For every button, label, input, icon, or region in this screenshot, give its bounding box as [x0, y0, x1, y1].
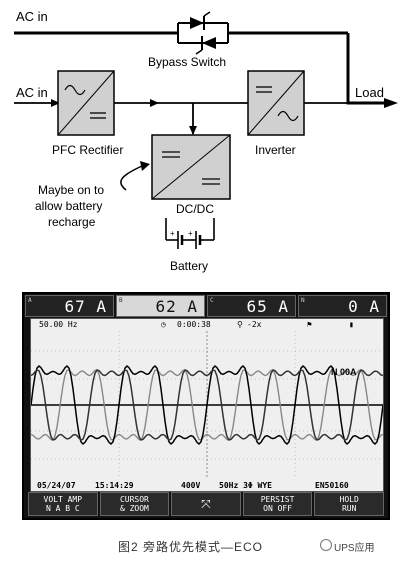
readout-tag: A [28, 297, 32, 304]
waveform-display: 50.00 Hz ◷ 0:00:38 ⚲ -2x ⚑ ▮ N 00A 05/24… [30, 318, 384, 492]
pfc-rectifier-label: PFC Rectifier [52, 143, 123, 157]
readout-tag: B [119, 297, 123, 304]
frequency-readout: 50.00 Hz [39, 320, 78, 329]
dcdc-block [151, 134, 231, 200]
trace-phase-c [31, 369, 383, 441]
voltage-readout: 400V [181, 481, 201, 490]
dcdc-label: DC/DC [176, 202, 214, 216]
status-bar-top: 50.00 Hz ◷ 0:00:38 ⚲ -2x ⚑ ▮ [31, 319, 383, 331]
readout-value: 62 A [155, 297, 198, 316]
ac-in-top-label: AC in [16, 9, 48, 24]
softkey-move[interactable]: ⤧ [171, 492, 241, 516]
bypass-switch-label: Bypass Switch [148, 55, 226, 69]
elapsed-time: 0:00:38 [177, 320, 211, 329]
battery-icon: + + [165, 218, 215, 249]
bypass-switch-icon [170, 11, 236, 55]
readout-b: B 62 A [116, 295, 205, 317]
softkey-hold-run[interactable]: HOLD RUN [314, 492, 384, 516]
softkey-volt-amp[interactable]: VOLT AMP N A B C [28, 492, 98, 516]
trace-phase-a [31, 364, 383, 446]
current-readouts: A 67 A B 62 A C 65 A N 0 A [24, 294, 388, 317]
recharge-note-arrow [120, 161, 150, 191]
caption-text: 图2 旁路优先模式—ECO [118, 540, 264, 554]
watermark-icon [320, 539, 332, 551]
trace-phase-b [31, 369, 383, 441]
waveform-plot: N 00A [31, 331, 383, 479]
move-arrows-icon: ⤧ [201, 497, 211, 511]
trace-label: N 00A [331, 367, 357, 377]
readout-tag: C [210, 297, 214, 304]
svg-text:+: + [188, 229, 193, 238]
battery-status-icon: ▮ [349, 320, 354, 329]
load-label: Load [355, 85, 384, 100]
svg-text:+: + [170, 229, 175, 238]
zoom-icon: ⚲ [237, 320, 243, 329]
softkey-cursor-zoom[interactable]: CURSOR & ZOOM [99, 492, 170, 516]
time-readout: 15:14:29 [95, 481, 134, 490]
recharge-note-line2: allow battery [35, 199, 102, 213]
power-analyzer-screen: A 67 A B 62 A C 65 A N 0 A 50.00 Hz ◷ 0:00:38 ⚲… [22, 292, 390, 520]
inverter-block [247, 70, 305, 136]
battery-label: Battery [170, 259, 208, 273]
figure-caption: 图2 旁路优先模式—ECO UPS应用 [0, 530, 411, 560]
readout-value: 0 A [348, 297, 380, 316]
readout-value: 65 A [246, 297, 289, 316]
softkey-bar: VOLT AMP N A B C CURSOR & ZOOM ⤧ PERSIST… [28, 492, 384, 516]
clock-icon: ◷ [161, 320, 166, 329]
date-readout: 05/24/07 [37, 481, 76, 490]
ups-eco-mode-diagram: AC in Bypass Switch Load AC in PFC Recti… [14, 9, 398, 273]
pfc-rectifier-block [57, 70, 115, 136]
readout-n: N 0 A [298, 295, 387, 317]
config-readout: 50Hz 3Φ WYE [219, 481, 272, 490]
readout-value: 67 A [64, 297, 107, 316]
readout-a: A 67 A [25, 295, 114, 317]
inverter-label: Inverter [255, 143, 296, 157]
softkey-persist[interactable]: PERSIST ON OFF [242, 492, 313, 516]
watermark-text: UPS应用 [334, 543, 375, 554]
standard-readout: EN50160 [315, 481, 349, 490]
ac-in-mid-label: AC in [16, 85, 48, 100]
main-path [14, 99, 348, 135]
recharge-note-line1: Maybe on to [38, 183, 104, 197]
readout-c: C 65 A [207, 295, 296, 317]
readout-tag: N [301, 297, 305, 304]
zoom-level: -2x [247, 320, 262, 329]
recharge-note-line3: recharge [48, 215, 96, 229]
status-bar-bottom: 05/24/07 15:14:29 400V 50Hz 3Φ WYE EN501… [31, 479, 383, 491]
flag-icon: ⚑ [307, 320, 312, 329]
